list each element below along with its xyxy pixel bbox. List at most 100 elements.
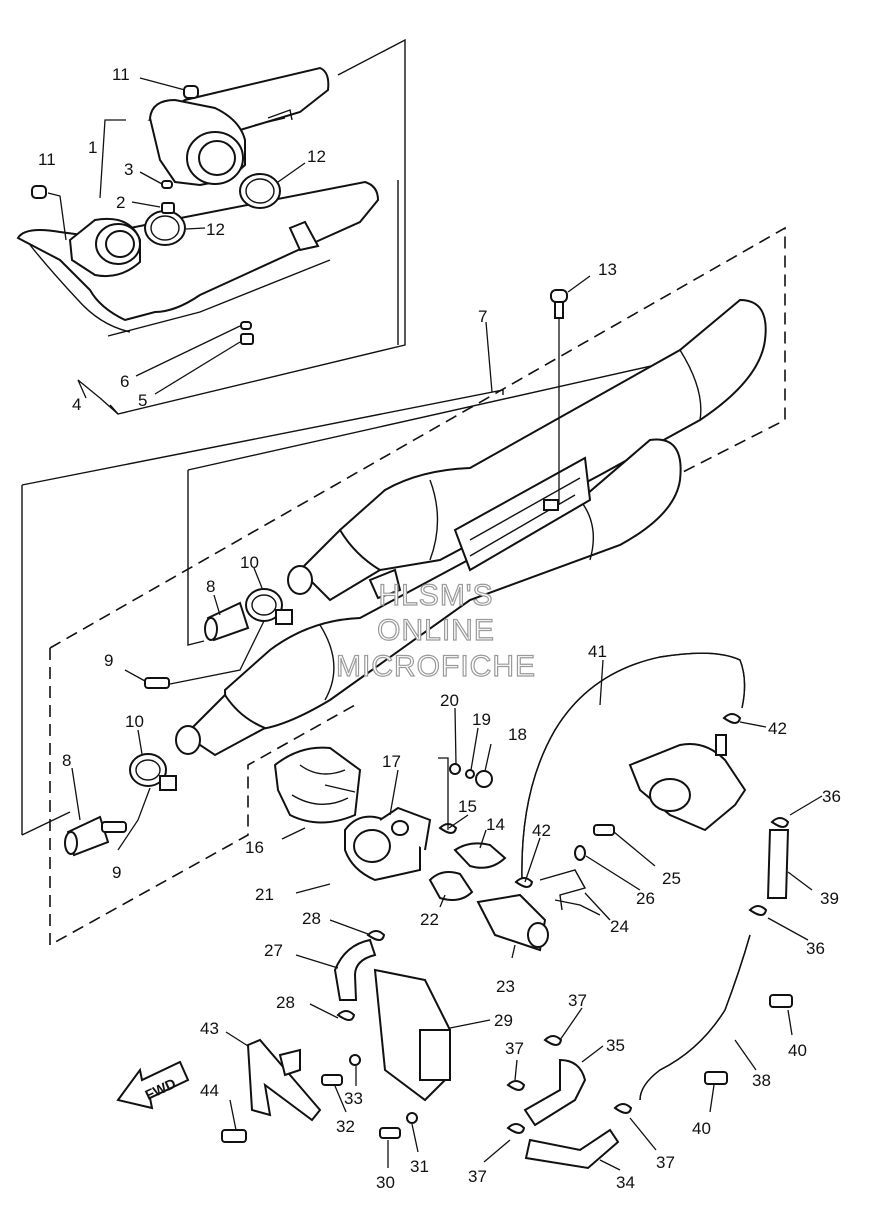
washer-6 (240, 321, 252, 330)
nut-11-lower (31, 185, 47, 199)
bolt-5 (240, 333, 254, 345)
bolt-40-upper (769, 994, 793, 1008)
callout-11: 11 (112, 65, 130, 84)
washer-3 (161, 180, 173, 189)
bolt-40-lower (704, 1071, 728, 1085)
callout-38: 38 (752, 1071, 771, 1090)
bolt-30 (379, 1127, 401, 1139)
washer-20 (449, 763, 461, 775)
clamp-42-upper (722, 713, 742, 724)
callout-24: 24 (610, 917, 629, 936)
pipe-38 (639, 934, 751, 1101)
callout-8: 8 (206, 577, 215, 596)
callout-19: 19 (472, 710, 491, 729)
watermark-line-2: ONLINE (377, 614, 495, 647)
bolt-32 (321, 1074, 343, 1086)
clamp-28-upper (366, 930, 386, 941)
washer-33 (349, 1054, 361, 1066)
hose-34 (524, 1128, 620, 1170)
callout-41: 41 (588, 642, 607, 661)
callout-6: 6 (120, 372, 129, 391)
callout-40: 40 (692, 1119, 711, 1138)
bolt-9-upper (144, 677, 170, 689)
callout-42: 42 (768, 719, 787, 738)
clamp-37-a (543, 1035, 563, 1046)
callout-4: 4 (72, 395, 81, 414)
hose-14 (453, 842, 507, 869)
clamp-28-lower (336, 1010, 356, 1021)
callout-28: 28 (276, 993, 295, 1012)
bolt-2 (161, 202, 175, 214)
callout-7: 7 (478, 307, 487, 326)
callout-26: 26 (636, 889, 655, 908)
bolt-9-lower (101, 821, 127, 833)
callout-17: 17 (382, 752, 401, 771)
callout-30: 30 (376, 1173, 395, 1192)
callout-37: 37 (468, 1167, 487, 1186)
callout-43: 43 (200, 1019, 219, 1038)
callout-36: 36 (822, 787, 841, 806)
callout-12: 12 (206, 220, 225, 239)
callout-42: 42 (532, 821, 551, 840)
nut-18 (475, 770, 493, 788)
callout-32: 32 (336, 1117, 355, 1136)
washer-26 (574, 845, 586, 861)
callout-10: 10 (240, 553, 259, 572)
callout-36: 36 (806, 939, 825, 958)
fwd-arrow-icon: FWD (116, 1060, 190, 1110)
callout-39: 39 (820, 889, 839, 908)
callout-10: 10 (125, 712, 144, 731)
callout-20: 20 (440, 691, 459, 710)
clamp-42-lower (514, 877, 534, 888)
clamp-37-d (613, 1103, 633, 1114)
callout-28: 28 (302, 909, 321, 928)
callout-37: 37 (656, 1153, 675, 1172)
clamp-10-upper (245, 588, 293, 625)
callout-2: 2 (116, 193, 125, 212)
callout-31: 31 (410, 1157, 429, 1176)
callout-14: 14 (486, 815, 505, 834)
leader-lines (47, 77, 823, 1171)
callout-27: 27 (264, 941, 283, 960)
exhaust-pipe-upper (147, 66, 330, 187)
muffler-upper (287, 298, 767, 602)
callout-40: 40 (788, 1041, 807, 1060)
clamp-37-c (506, 1123, 526, 1134)
bolt-25 (593, 824, 615, 836)
callout-34: 34 (616, 1173, 635, 1192)
clamp-36-upper (770, 817, 790, 828)
callout-1: 1 (88, 138, 97, 157)
callout-labels: 11 1 3 2 12 11 12 6 4 5 13 7 10 8 9 10 8… (38, 65, 841, 1192)
hose-35 (523, 1058, 587, 1127)
callout-3: 3 (124, 160, 133, 179)
clamp-37-b (506, 1080, 526, 1091)
callout-18: 18 (508, 725, 527, 744)
callout-12: 12 (307, 147, 326, 166)
callout-15: 15 (458, 797, 477, 816)
callout-11: 11 (38, 150, 56, 169)
bolt-13 (550, 289, 568, 303)
cylinder-head-part (628, 734, 747, 832)
hose-39 (766, 829, 790, 899)
callout-37: 37 (568, 991, 587, 1010)
callout-21: 21 (255, 885, 274, 904)
callout-8: 8 (62, 751, 71, 770)
reed-valve-17 (344, 806, 432, 882)
valve-23 (476, 893, 549, 952)
callout-23: 23 (496, 977, 515, 996)
callout-25: 25 (662, 869, 681, 888)
watermark-line-3: MICROFICHE (336, 650, 536, 683)
callout-35: 35 (606, 1036, 625, 1055)
washer-31 (406, 1112, 418, 1124)
callout-16: 16 (245, 838, 264, 857)
clamp-36-lower (748, 905, 768, 916)
callout-37: 37 (505, 1039, 524, 1058)
bracket-29 (373, 968, 452, 1102)
callout-13: 13 (598, 260, 617, 279)
washer-19 (465, 769, 475, 779)
air-filter-case-16 (273, 746, 362, 824)
callout-5: 5 (138, 391, 147, 410)
hose-27 (333, 938, 377, 1001)
exhaust-pipe-lower (16, 180, 380, 337)
